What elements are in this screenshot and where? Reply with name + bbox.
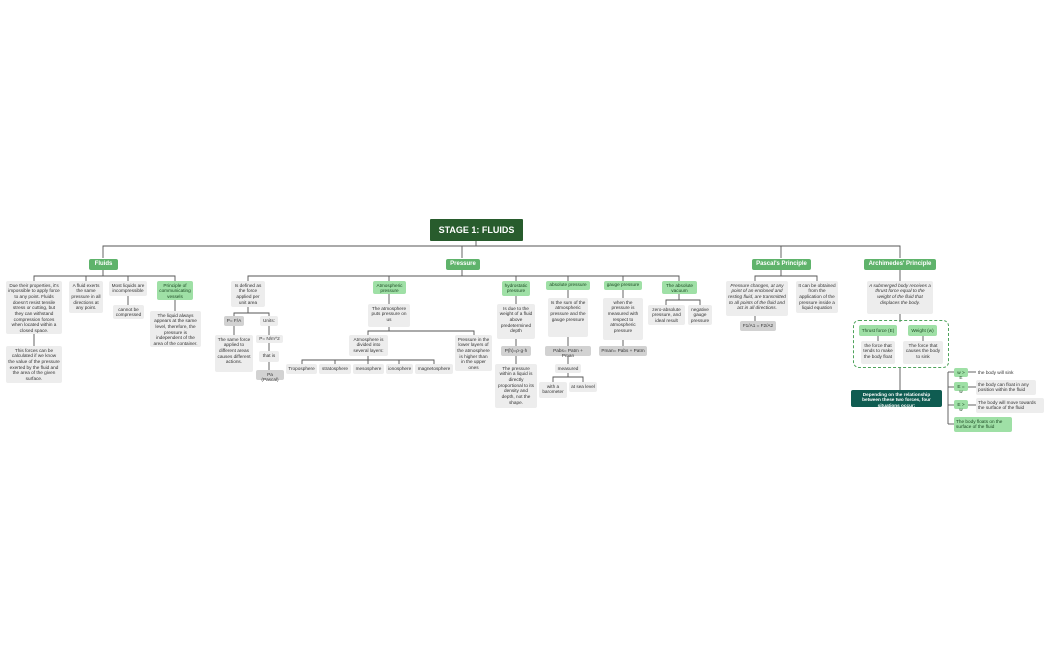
at-sea-level-note[interactable]: at sea level: [569, 382, 597, 392]
hydrostatic-note[interactable]: The pressure within a liquid is directly…: [495, 364, 537, 408]
atmosphere-layers-note[interactable]: Atmosphere is divided into several layer…: [349, 335, 388, 356]
pascal-statement[interactable]: Pressure changes, at any point of an enc…: [726, 281, 788, 316]
absolute-vacuum-node[interactable]: The absolute vacuum: [662, 281, 697, 294]
gauge-pressure-node[interactable]: gauge pressure: [604, 281, 642, 290]
layer-troposphere[interactable]: Troposphere: [286, 364, 317, 374]
weight-node[interactable]: Weight (w): [908, 325, 937, 336]
gauge-formula[interactable]: Pman= Pabs + Patm: [599, 346, 647, 356]
fluids-cannot-compress-note[interactable]: cannot be compressed: [113, 305, 144, 319]
fluids-forces-note[interactable]: This forces can be calculated if we know…: [6, 346, 62, 383]
topic-fluids[interactable]: Fluids: [89, 259, 118, 270]
case-float-any-position-note[interactable]: the body can float in any position withi…: [976, 380, 1036, 395]
case-move-surface-note[interactable]: The body will move towards the surface o…: [976, 398, 1044, 413]
fluids-pressure-directions-note[interactable]: A fluid exerts the same pressure in all …: [69, 281, 103, 313]
thrust-force-definition[interactable]: the force that tends to make the body fl…: [861, 341, 895, 364]
hydrostatic-definition[interactable]: Is due to the weight of a fluid above pr…: [497, 304, 535, 339]
atmospheric-pressure-node[interactable]: Atmospheric pressure: [373, 281, 406, 294]
hydrostatic-pressure-node[interactable]: hydrostatic pressure: [502, 281, 530, 296]
communicating-vessels-note[interactable]: The liquid always appears at the same le…: [150, 311, 201, 347]
pressure-units-label[interactable]: Units:: [260, 316, 278, 326]
fluids-incompressible-note[interactable]: Most liquids are incompressible: [109, 281, 147, 296]
pascal-formula[interactable]: F1/A1 = F2/A2: [740, 321, 776, 331]
hydrostatic-formula[interactable]: P(h)=ρ·g·h: [501, 346, 531, 356]
pressure-formula-note[interactable]: The same force applied to different area…: [215, 335, 253, 372]
vacuum-negative-gauge-note[interactable]: negative gauge pressure: [688, 305, 712, 325]
pressure-formula[interactable]: P= F/A: [224, 316, 244, 326]
pressure-units-value[interactable]: P= N/m^2: [256, 335, 283, 343]
pascal-equation-note[interactable]: It can be obtained from the application …: [796, 281, 838, 313]
central-topic[interactable]: STAGE 1: FLUIDS: [430, 219, 523, 241]
topic-pressure[interactable]: Pressure: [446, 259, 480, 270]
case-w-greater-e[interactable]: w > E: [954, 368, 968, 380]
absolute-definition[interactable]: Is the sum of the atmospheric pressure a…: [548, 298, 588, 337]
archimedes-statement[interactable]: A submerged body receives a thrust force…: [867, 281, 933, 314]
vacuum-zero-absolute-note[interactable]: zero-absolute pressure, and ideal result: [648, 305, 685, 325]
atmosphere-lower-layers-note[interactable]: Pressure in the lower layers of the atmo…: [455, 335, 492, 371]
forces-group-boundary: [853, 320, 949, 368]
communicating-vessels-node[interactable]: Principle of communicating vessels: [157, 281, 193, 300]
absolute-pressure-node[interactable]: absolute pressure: [546, 281, 590, 290]
measured-label[interactable]: measured: [555, 364, 581, 373]
absolute-formula[interactable]: Pabs= Patm + Pman: [545, 346, 591, 358]
pascal-unit-node[interactable]: Pa (Pascal): [256, 370, 284, 382]
gauge-definition[interactable]: when the pressure is measured with respe…: [603, 298, 643, 340]
atmospheric-definition[interactable]: The atmosphere puts pressure on us: [368, 304, 410, 327]
four-situations-note[interactable]: Depending on the relationship between th…: [851, 390, 942, 408]
with-barometer-note[interactable]: with a barometer: [539, 382, 567, 398]
topic-archimedes[interactable]: Archimedes' Principle: [864, 259, 936, 270]
case-sink-note[interactable]: the body will sink: [978, 369, 1014, 375]
layer-magnetosphere[interactable]: magnetosphere: [415, 364, 453, 374]
case-e-equals-w[interactable]: E = w: [954, 382, 968, 394]
that-is-label[interactable]: that is: [259, 351, 279, 362]
thrust-force-node[interactable]: Thrust force (E): [859, 325, 897, 336]
layer-stratosphere[interactable]: stratosphere: [319, 364, 351, 374]
case-e-greater-w[interactable]: E > w: [954, 400, 968, 412]
layer-mesosphere[interactable]: mesosphere: [353, 364, 384, 374]
topic-pascal[interactable]: Pascal's Principle: [752, 259, 811, 270]
case-floats-surface[interactable]: The body floats on the surface of the fl…: [954, 417, 1012, 432]
weight-definition[interactable]: The force that causes the body to sink: [903, 341, 943, 364]
fluids-properties-note[interactable]: Due their properties, it's impossible to…: [6, 281, 62, 334]
pressure-definition[interactable]: Is defined as the force applied per unit…: [231, 281, 265, 307]
layer-ionosphere[interactable]: ionosphere: [386, 364, 413, 374]
